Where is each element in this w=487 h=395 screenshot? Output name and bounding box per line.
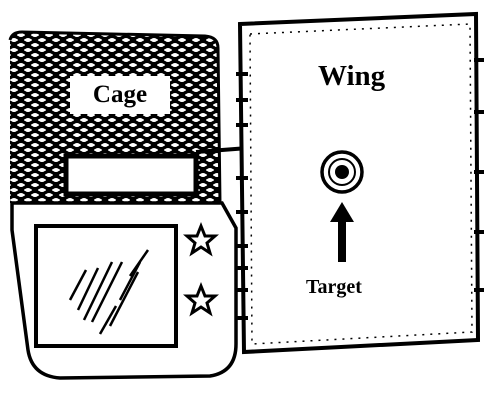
- arrow-up-icon: [330, 202, 354, 262]
- feeder-slot: [63, 153, 199, 197]
- star-icon-bottom: [183, 281, 219, 317]
- screen: [34, 224, 178, 348]
- screen-glare: [68, 249, 150, 335]
- target-label: Target: [306, 276, 362, 298]
- wing-label: Wing: [318, 60, 386, 92]
- star-icon-top: [183, 221, 219, 257]
- cage-label: Cage: [70, 76, 170, 114]
- target-marker: [320, 150, 364, 194]
- connector-line: [195, 146, 249, 154]
- wing-edge-ticks: [236, 58, 484, 320]
